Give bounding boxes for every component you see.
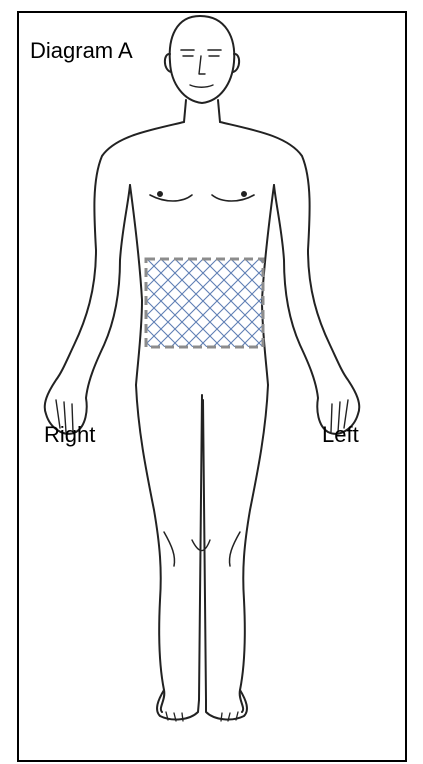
- abdomen-highlight-region: [146, 259, 263, 347]
- diagram-title: Diagram A: [30, 40, 133, 62]
- side-label-right: Right: [44, 424, 95, 446]
- side-label-left: Left: [322, 424, 359, 446]
- human-body-front-outline-icon: [45, 16, 360, 721]
